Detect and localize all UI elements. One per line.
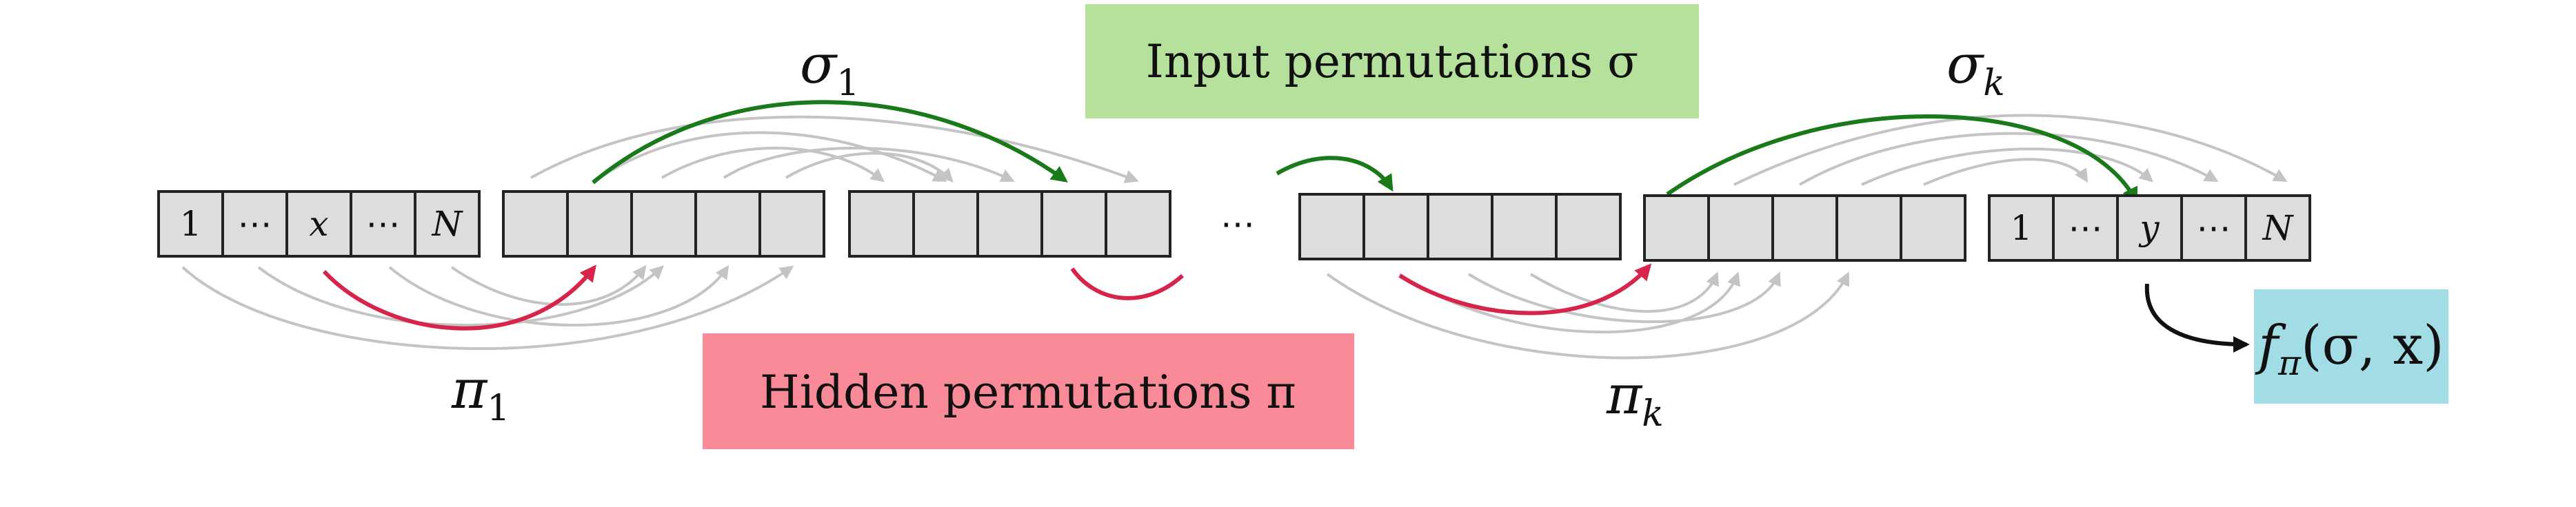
array-k-cell bbox=[1900, 194, 1966, 262]
output-array-cell-label: y bbox=[2138, 208, 2160, 248]
array-k-minus bbox=[1298, 193, 1622, 260]
output-array-cell-label: 1 bbox=[2011, 208, 2033, 248]
array-k bbox=[1643, 194, 1966, 262]
sigma-1-green-arrow bbox=[592, 100, 1068, 185]
output-array-cell-label: ⋯ bbox=[2197, 208, 2231, 248]
input-array-cell-label: x bbox=[309, 204, 328, 244]
array-k-minus-cell bbox=[1427, 193, 1493, 260]
middle-ellipsis: ⋯ bbox=[1220, 204, 1255, 244]
pi-k-red-arrow bbox=[1398, 263, 1652, 315]
array-3-cell bbox=[912, 190, 979, 258]
input-array-cell bbox=[414, 190, 481, 258]
hidden-permutations-box bbox=[703, 333, 1354, 449]
output-arrow bbox=[2144, 283, 2250, 353]
array-k-minus-cell bbox=[1298, 193, 1365, 260]
array-2-cell bbox=[630, 190, 697, 258]
input-array-cell-label: ⋯ bbox=[238, 204, 272, 244]
pi-1-label: π1 bbox=[451, 359, 510, 429]
pi-1-gray-arrows bbox=[181, 265, 794, 350]
array-k-minus-cell bbox=[1362, 193, 1429, 260]
pi-k-label: πk bbox=[1606, 364, 1664, 435]
input-permutations-label: Input permutations σ bbox=[1146, 35, 1638, 88]
pi-1-red-arrow bbox=[322, 265, 596, 331]
array-2-cell bbox=[758, 190, 825, 258]
sigma-1-gray-arrows bbox=[530, 115, 1139, 183]
array-3 bbox=[848, 190, 1171, 258]
output-array: 1 ⋯ y ⋯ N bbox=[1988, 194, 2311, 262]
dangling-red-arc bbox=[1070, 267, 1185, 300]
array-k-cell bbox=[1771, 194, 1838, 262]
array-2-cell bbox=[694, 190, 761, 258]
input-array-cell bbox=[157, 190, 224, 258]
array-3-cell bbox=[848, 190, 915, 258]
pi-k-gray-arrows bbox=[1326, 271, 1849, 360]
output-box bbox=[2254, 289, 2448, 404]
array-2-cell bbox=[566, 190, 633, 258]
input-array: 1 ⋯ x ⋯ N bbox=[157, 190, 481, 258]
dots-green-arrow bbox=[1276, 156, 1393, 192]
hidden-permutations-label: Hidden permutations π bbox=[760, 366, 1296, 419]
array-k-minus-cell bbox=[1555, 193, 1622, 260]
output-array-cell-label: ⋯ bbox=[2069, 208, 2103, 248]
input-permutations-box bbox=[1085, 4, 1699, 118]
array-2-cell bbox=[502, 190, 569, 258]
array-k-cell bbox=[1643, 194, 1710, 262]
array-k-minus-cell bbox=[1491, 193, 1558, 260]
sigma-k-gray-arrows bbox=[1733, 114, 2288, 186]
output-array-cell bbox=[1988, 194, 2055, 262]
permutation-arrays: 1 ⋯ x ⋯ N 1 ⋯ y ⋯ N bbox=[157, 190, 2311, 262]
input-array-cell-label: N bbox=[432, 204, 464, 244]
input-array-cell-label: 1 bbox=[180, 204, 202, 244]
sigma-k-green-arrow bbox=[1666, 114, 2138, 205]
sigma-k-label: σk bbox=[1946, 34, 2005, 104]
output-array-cell bbox=[2244, 194, 2311, 262]
array-2 bbox=[502, 190, 825, 258]
array-3-cell bbox=[976, 190, 1043, 258]
array-3-cell bbox=[1105, 190, 1171, 258]
array-k-cell bbox=[1835, 194, 1902, 262]
array-k-cell bbox=[1707, 194, 1774, 262]
input-array-cell-label: ⋯ bbox=[366, 204, 401, 244]
array-3-cell bbox=[1040, 190, 1107, 258]
sigma-1-label: σ1 bbox=[800, 34, 859, 104]
output-array-cell-label: N bbox=[2262, 208, 2295, 248]
